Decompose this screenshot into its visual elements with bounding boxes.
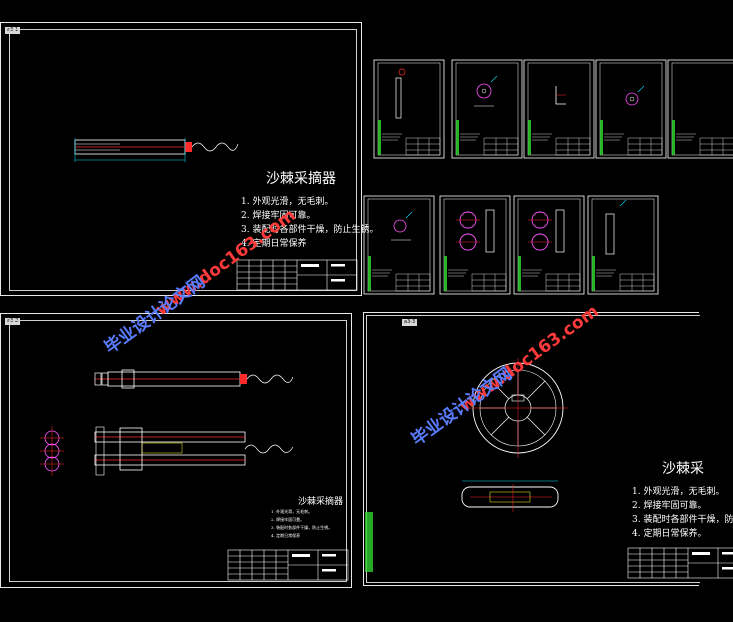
- drawing-sheet-top-left[interactable]: a3-1 沙棘采摘器 1. 外观光滑，无毛刺。 2. 焊接牢固可靠。 3. 装配…: [0, 22, 378, 296]
- picker-assembly-view: [74, 138, 239, 162]
- drawing-sheet-bottom-left[interactable]: a3-2 沙棘采摘器 1. 外观光滑，无毛刺。 2. 焊接牢固可靠。 3. 装配…: [0, 313, 352, 588]
- part-sheet-9[interactable]: [587, 195, 659, 295]
- tech-note-3: 3. 装配时各部件干燥，防止生锈。: [271, 525, 333, 530]
- wheel-front-view: [468, 358, 568, 458]
- tech-note-2: 2. 焊接牢固可靠。: [241, 211, 316, 221]
- part-sheet-8[interactable]: [513, 195, 585, 295]
- tech-note-4: 4. 定期日常保养。: [632, 529, 707, 539]
- sheet-title: 沙棘采摘器: [266, 171, 336, 187]
- picker-side-view-upper: [94, 369, 294, 389]
- part-sheet-2[interactable]: [451, 59, 523, 159]
- part-sheet-1[interactable]: [373, 59, 445, 159]
- sheet-tag: a3-2: [5, 318, 21, 325]
- tech-note-2: 2. 焊接牢固可靠。: [271, 517, 305, 522]
- tech-note-4: 4. 定期日常保养: [241, 239, 307, 249]
- sheet-border: [9, 29, 357, 291]
- sheet-title: 沙棘采摘器: [298, 497, 344, 507]
- cad-drawing-canvas: a3-1 沙棘采摘器 1. 外观光滑，无毛刺。 2. 焊接牢固可靠。 3. 装配…: [0, 22, 733, 588]
- tech-note-1: 1. 外观光滑，无毛刺。: [271, 509, 313, 514]
- part-sheet-6[interactable]: [363, 195, 435, 295]
- tech-note-2: 2. 焊接牢固可靠。: [632, 501, 707, 511]
- wheel-section-view: [461, 480, 559, 512]
- part-sheet-4[interactable]: [595, 59, 667, 159]
- tech-note-3: 3. 装配时各部件干燥，防止生锈。: [241, 225, 379, 235]
- sheet-border: [366, 315, 700, 583]
- tech-note-4: 4. 定期日常保养: [271, 533, 301, 538]
- picker-side-view-lower: [40, 426, 294, 476]
- tech-note-1: 1. 外观光滑，无毛刺。: [241, 197, 334, 207]
- revision-strip: [365, 512, 373, 572]
- sheet-title: 沙棘采: [662, 461, 704, 477]
- part-sheet-3[interactable]: [523, 59, 595, 159]
- part-sheet-7[interactable]: [439, 195, 511, 295]
- sheet-tag: a3-3: [402, 319, 418, 326]
- tech-note-1: 1. 外观光滑，无毛刺。: [632, 487, 725, 497]
- sheet-tag: a3-1: [5, 27, 21, 34]
- drawing-geometry: [40, 59, 733, 581]
- sheet-border: [9, 320, 347, 582]
- tech-note-3: 3. 装配时各部件干燥，防: [632, 515, 733, 525]
- part-sheet-5[interactable]: [667, 59, 733, 159]
- drawing-sheet-bottom-right[interactable]: a3-3 沙棘采 1. 外观光滑，无毛刺。 2. 焊接牢固可靠。 3. 装配时各…: [363, 312, 733, 586]
